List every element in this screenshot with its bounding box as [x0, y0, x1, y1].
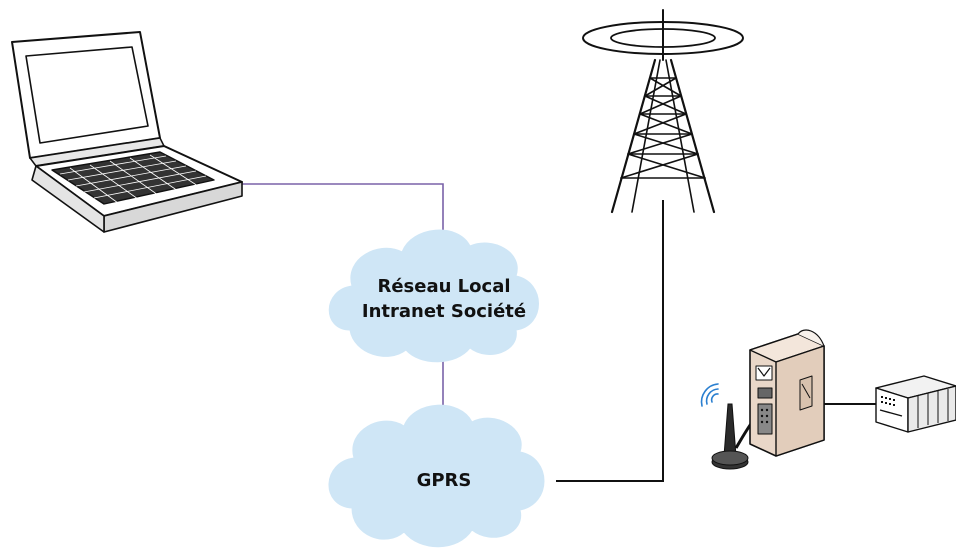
plc-device-icon [875, 375, 956, 433]
wireless-signal-icon [700, 383, 719, 407]
lan-cloud-label-line2: Intranet Société [362, 301, 526, 322]
gprs-cloud: GPRS [328, 404, 545, 548]
radio-tower-icon [582, 9, 744, 214]
lan-cloud: Réseau Local Intranet Société [328, 229, 539, 363]
gprs-cloud-label: GPRS [417, 470, 472, 491]
gprs-modem-icon [749, 329, 825, 457]
lan-cloud-label-line1: Réseau Local [377, 276, 510, 297]
laptop-icon [11, 31, 243, 233]
gprs-tower-link [556, 200, 664, 482]
antenna-icon [711, 403, 762, 470]
